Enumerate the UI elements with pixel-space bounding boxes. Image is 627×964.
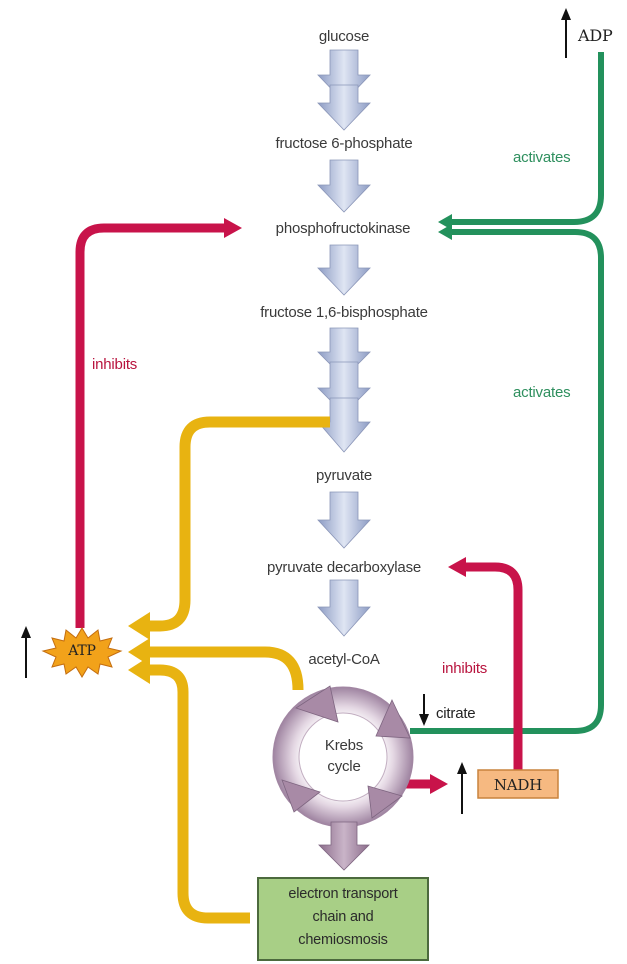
- fructose-6-phosphate-label: fructose 6-phosphate: [276, 135, 413, 152]
- etc-label-line2: chain and: [312, 907, 373, 928]
- etc-atp-flow: [148, 670, 250, 918]
- atp-inhibits-pfk: [80, 228, 228, 628]
- phosphofructokinase-label: phosphofructokinase: [276, 220, 411, 237]
- nadh-label: NADH: [494, 776, 542, 794]
- krebs-label-line1: Krebs: [325, 737, 363, 754]
- arrow-pfk-to-f16bp: [318, 245, 370, 295]
- etc-label-line3: chemiosmosis: [298, 930, 387, 951]
- adp-activates-pfk: [445, 52, 601, 222]
- inhibits-label-right: inhibits: [442, 660, 487, 677]
- nadh-increase-arrow: [457, 762, 467, 814]
- etc-label-line1: electron transport: [288, 884, 397, 905]
- activates-label-mid: activates: [513, 384, 570, 401]
- citrate-decrease-arrow: [419, 694, 429, 726]
- atp-flow-lines: [148, 422, 330, 918]
- adp-increase-arrow: [561, 8, 571, 58]
- acetyl-coa-label: acetyl-CoA: [308, 651, 379, 668]
- activates-label-top: activates: [513, 149, 570, 166]
- arrow-pdc-to-acetylcoa: [318, 580, 370, 636]
- pyruvate-label: pyruvate: [316, 467, 372, 484]
- inhibits-label-left: inhibits: [92, 356, 137, 373]
- pyruvate-decarboxylase-label: pyruvate decarboxylase: [267, 559, 421, 576]
- arrow-pyruvate-to-pdc: [318, 492, 370, 548]
- activation-heads: [438, 214, 452, 240]
- activation-lines: [410, 52, 601, 731]
- citrate-activates-pfk: [410, 232, 601, 731]
- atp-label: ATP: [68, 643, 96, 659]
- atp-increase-arrow: [21, 626, 31, 678]
- indicator-arrows: [21, 8, 571, 814]
- arrow-glucose-to-f6p: [318, 50, 370, 130]
- glucose-label: glucose: [319, 28, 369, 45]
- arrow-f6p-to-pfk: [318, 160, 370, 212]
- adp-label: ADP: [578, 26, 613, 45]
- atp-flow-heads: [128, 612, 150, 684]
- arrow-f16bp-to-pyruvate: [318, 328, 370, 452]
- krebs-label-line2: cycle: [327, 758, 360, 775]
- krebs-cycle-ring: [273, 686, 413, 827]
- glycolysis-atp-flow: [148, 422, 330, 626]
- fructose-1-6-bisphosphate-label: fructose 1,6-bisphosphate: [260, 304, 428, 321]
- citrate-label: citrate: [436, 705, 475, 722]
- arrow-krebs-to-etc: [319, 822, 369, 870]
